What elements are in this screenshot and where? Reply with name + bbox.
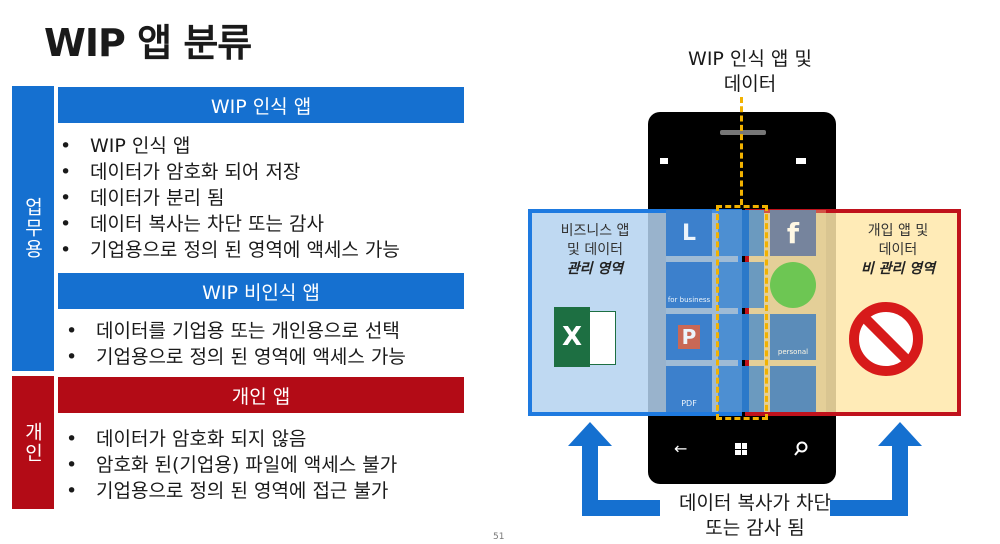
wip-apps-highlight bbox=[716, 205, 768, 420]
list-item: 데이터가 암호화 되어 저장 bbox=[60, 159, 400, 185]
page-number: 51 bbox=[493, 532, 505, 542]
excel-icon: X bbox=[554, 307, 616, 367]
copy-label-line1: 데이터 복사가 차단 bbox=[679, 492, 831, 514]
lync-letter: L bbox=[681, 220, 697, 246]
list-item: 데이터가 분리 됨 bbox=[60, 185, 400, 211]
powerpoint-letter: P bbox=[677, 325, 701, 349]
back-icon[interactable]: ← bbox=[674, 439, 688, 458]
speaker-icon bbox=[720, 130, 766, 135]
photos-tile[interactable] bbox=[718, 366, 764, 412]
copy-label-line2: 또는 감사 됨 bbox=[705, 517, 805, 539]
managed-tint bbox=[666, 210, 742, 412]
copy-arrows bbox=[568, 422, 922, 516]
excel-letter: X bbox=[561, 322, 583, 352]
wip-unaware-bullet-list: 데이터를 기업용 또는 개인용으로 선택 기업용으로 정의 된 영역에 액세스 … bbox=[66, 318, 406, 370]
unmanaged-line2: 데이터 bbox=[878, 242, 918, 258]
onedrive-business-tile[interactable]: for business bbox=[666, 262, 712, 308]
lync-tile[interactable]: L bbox=[666, 210, 712, 256]
unmanaged-line1: 개입 앱 및 bbox=[867, 223, 929, 239]
personal-apps-bullet-list: 데이터가 암호화 되지 않음 암호화 된(기업용) 파일에 액세스 불가 기업용… bbox=[66, 426, 397, 504]
weather-tile[interactable] bbox=[770, 366, 816, 412]
signal-icon bbox=[660, 158, 668, 164]
business-side-label: 업무용 bbox=[12, 86, 54, 371]
section-header-wip-unaware: WIP 비인식 앱 bbox=[58, 273, 464, 309]
windows-icon[interactable] bbox=[735, 443, 747, 455]
tile-grid: L f for business P personal PDF bbox=[666, 210, 826, 418]
list-item: 데이터를 기업용 또는 개인용으로 선택 bbox=[66, 318, 406, 344]
managed-zone-label: 비즈니스 앱 및 데이터 관리 영역 bbox=[540, 222, 650, 279]
section-header-personal-apps: 개인 앱 bbox=[58, 377, 464, 413]
pdf-label: PDF bbox=[681, 399, 697, 408]
wip-label-line2: 데이터 bbox=[723, 73, 777, 95]
wip-aware-bullet-list: WIP 인식 앱 데이터가 암호화 되어 저장 데이터가 분리 됨 데이터 복사… bbox=[60, 133, 400, 263]
search-icon[interactable] bbox=[794, 441, 808, 457]
unmanaged-tint bbox=[749, 210, 826, 412]
managed-line1: 비즈니스 앱 bbox=[560, 223, 630, 239]
onedrive-personal-label: personal bbox=[777, 348, 809, 356]
list-item: 데이터 복사는 차단 또는 감사 bbox=[60, 211, 400, 237]
list-item: 데이터가 암호화 되지 않음 bbox=[66, 426, 397, 452]
personal-side-label: 개인 bbox=[12, 376, 54, 509]
onedrive-business-label: for business bbox=[667, 296, 711, 304]
facebook-tile[interactable]: f bbox=[770, 210, 816, 256]
managed-line2: 및 데이터 bbox=[567, 242, 623, 258]
pdf-tile[interactable]: PDF bbox=[666, 366, 712, 412]
list-item: 암호화 된(기업용) 파일에 액세스 불가 bbox=[66, 452, 397, 478]
list-item: 기업용으로 정의 된 영역에 액세스 가능 bbox=[60, 237, 400, 263]
list-item: 기업용으로 정의 된 영역에 액세스 가능 bbox=[66, 344, 406, 370]
page-title: WIP 앱 분류 bbox=[44, 21, 252, 65]
prohibited-icon bbox=[849, 302, 923, 376]
right-up-arrow bbox=[830, 422, 922, 516]
whatsapp-tile[interactable] bbox=[770, 262, 816, 308]
wip-apps-data-label: WIP 인식 앱 및 데이터 bbox=[665, 47, 835, 97]
list-item: 기업용으로 정의 된 영역에 접근 불가 bbox=[66, 478, 397, 504]
list-item: WIP 인식 앱 bbox=[60, 133, 400, 159]
wip-label-line1: WIP 인식 앱 및 bbox=[688, 48, 812, 70]
powerpoint-tile[interactable]: P bbox=[666, 314, 712, 360]
battery-icon bbox=[796, 158, 806, 164]
people-tile[interactable] bbox=[718, 262, 764, 308]
managed-line3: 관리 영역 bbox=[566, 261, 624, 277]
unmanaged-zone-label: 개입 앱 및 데이터 비 관리 영역 bbox=[840, 222, 956, 279]
facebook-icon: f bbox=[786, 216, 800, 250]
copy-blocked-label: 데이터 복사가 차단 또는 감사 됨 bbox=[655, 491, 855, 541]
calculator-tile[interactable] bbox=[718, 314, 764, 360]
outlook-tile[interactable] bbox=[718, 210, 764, 256]
highlight-connector bbox=[740, 97, 743, 205]
onedrive-personal-tile[interactable]: personal bbox=[770, 314, 816, 360]
left-up-arrow bbox=[568, 422, 660, 516]
unmanaged-line3: 비 관리 영역 bbox=[860, 261, 936, 277]
section-header-wip-aware: WIP 인식 앱 bbox=[58, 87, 464, 123]
